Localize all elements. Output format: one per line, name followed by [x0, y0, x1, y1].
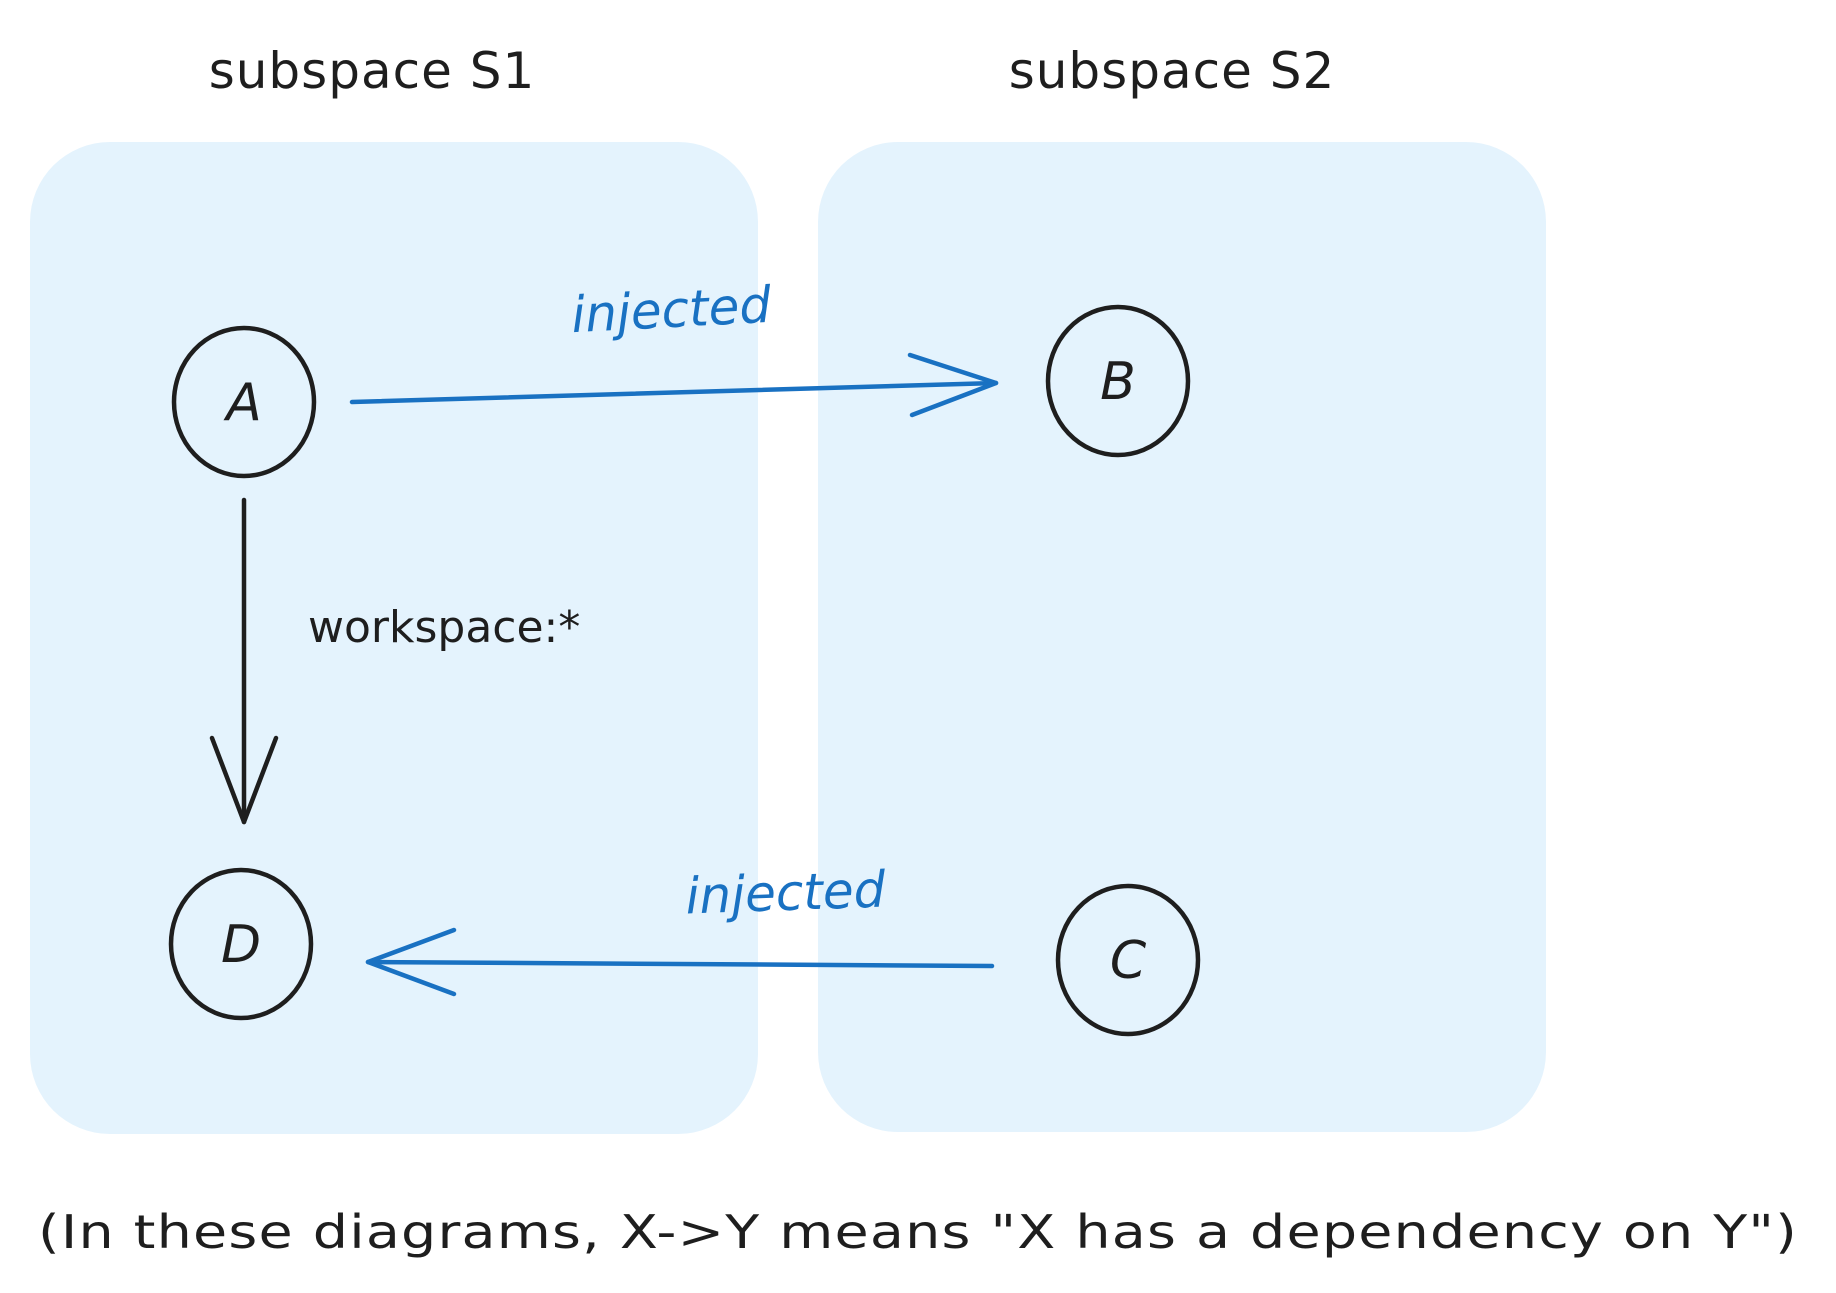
node-a: A: [171, 325, 317, 479]
edge-c-to-d-line: [365, 959, 995, 969]
edge-c-to-d: injected: [365, 861, 995, 997]
node-d: D: [168, 867, 314, 1021]
node-b-circle: [1045, 304, 1191, 458]
subspace-s2-title: subspace S2: [1009, 42, 1336, 100]
subspace-s1-title: subspace S1: [209, 42, 536, 100]
edge-a-to-b-label: injected: [570, 276, 773, 344]
edge-a-to-d-label: workspace:*: [308, 602, 580, 653]
node-a-circle: [171, 325, 317, 479]
edge-c-to-d-label: injected: [685, 861, 887, 926]
subspace-s1-region: [30, 142, 758, 1134]
node-c-circle: [1055, 883, 1201, 1037]
edge-a-to-b: injected: [349, 276, 999, 418]
node-d-circle: [168, 867, 314, 1021]
edge-a-to-b-line: [349, 380, 999, 405]
edge-a-to-b-arrowhead: [907, 352, 999, 418]
node-b: B: [1045, 304, 1191, 458]
node-c-label: C: [1110, 931, 1147, 991]
edge-c-to-d-arrowhead: [365, 927, 457, 997]
subspace-s2-region: [818, 142, 1546, 1132]
node-b-label: B: [1100, 352, 1136, 412]
diagram-caption: (In these diagrams, X->Y means "X has a …: [38, 1205, 1798, 1259]
node-a-label: A: [223, 373, 262, 433]
node-c: C: [1055, 883, 1201, 1037]
node-d-label: D: [221, 915, 261, 975]
edge-a-to-d: workspace:*: [209, 497, 580, 825]
edge-a-to-d-arrowhead: [209, 735, 279, 825]
